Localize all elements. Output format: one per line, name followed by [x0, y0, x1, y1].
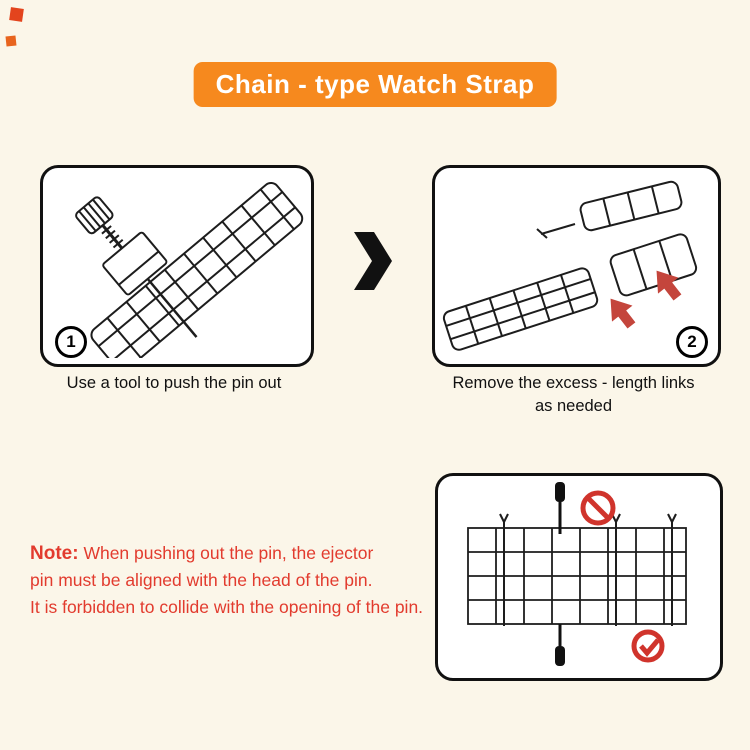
bottom-ejector-pin: [555, 624, 565, 666]
top-ejector-pin: [555, 482, 565, 534]
pin-alignment-panel: [435, 473, 723, 681]
step1-caption: Use a tool to push the pin out: [66, 374, 282, 392]
step2-caption: Remove the excess - length links as need…: [432, 372, 715, 418]
remove-links-illustration: [442, 180, 698, 351]
step2-panel: 2: [432, 165, 721, 367]
step2-caption-line2: as needed: [534, 397, 613, 415]
corner-mark-2: [5, 35, 17, 47]
page-title: Chain - type Watch Strap: [193, 62, 557, 107]
step1-panel: 1: [40, 165, 314, 367]
push-pin-tool-illustration: [75, 182, 304, 358]
corner-mark-1: [9, 7, 24, 22]
note-line-3: It is forbidden to collide with the open…: [30, 597, 424, 617]
chevron-right-icon: [354, 232, 392, 290]
prohibition-icon: [580, 490, 616, 526]
step-number-2: 2: [676, 326, 708, 358]
note-line-1: Note: When pushing out the pin, the ejec…: [30, 543, 374, 564]
step2-caption-line1: Remove the excess - length links: [452, 374, 695, 392]
check-icon: [631, 629, 665, 663]
red-arrow-icons: [610, 270, 682, 329]
step-number-1: 1: [55, 326, 87, 358]
pin-alignment-illustration: [467, 482, 687, 666]
note-label: Note:: [30, 543, 79, 564]
note-text: Note: When pushing out the pin, the ejec…: [30, 540, 450, 621]
loose-pin: [536, 223, 576, 239]
note-line-2: pin must be aligned with the head of the…: [30, 570, 373, 590]
